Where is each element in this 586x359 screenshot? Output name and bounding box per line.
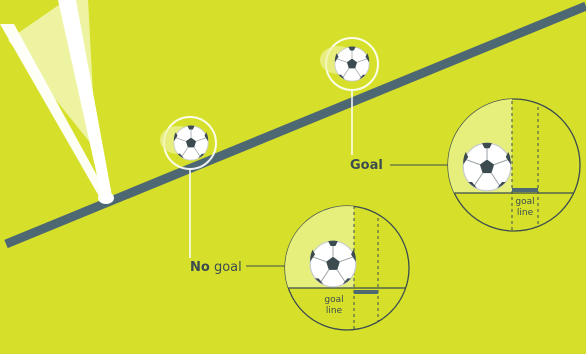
- goal-inset-caption-1: goal: [515, 197, 534, 207]
- no-goal-label-bold: No: [190, 260, 210, 275]
- no-goal-line-bar: [354, 290, 378, 294]
- no-goal-inset-caption-2: line: [326, 306, 343, 316]
- no-goal-label: No goal: [190, 260, 242, 275]
- goal-inset-caption-2: line: [517, 208, 534, 218]
- goal-label-bold: Goal: [350, 158, 383, 173]
- goal-line-bar: [512, 188, 538, 192]
- no-goal-label-regular: goal: [210, 260, 242, 275]
- no-goal-inset-caption-1: goal: [324, 295, 343, 305]
- soccer-ball-icon: [310, 241, 356, 287]
- goal-label: Goal: [350, 158, 383, 173]
- soccer-ball-icon: [174, 126, 208, 161]
- soccer-ball-icon: [335, 47, 369, 82]
- soccer-ball-icon: [463, 143, 511, 191]
